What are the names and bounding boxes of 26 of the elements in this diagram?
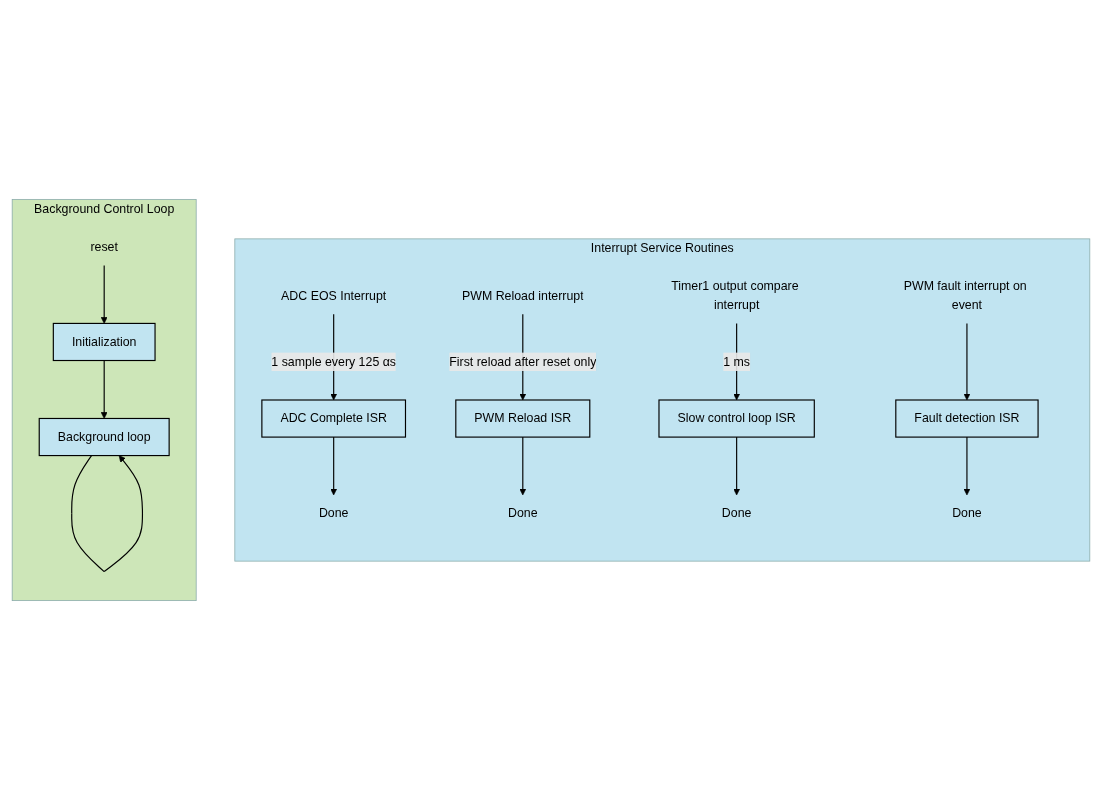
node-text: reset [89, 239, 118, 253]
edge-label: First reload after reset only [448, 354, 596, 368]
arrow [963, 436, 970, 495]
node-text: Done [721, 506, 751, 520]
arrow [963, 322, 970, 400]
node-box: Background loop [38, 417, 170, 456]
arrow [732, 436, 740, 495]
node-text: PWM Reload interrupt [461, 288, 584, 302]
node-box: Fault detection ISR [894, 398, 1039, 438]
node-text: Done [507, 506, 538, 520]
node-box: Slow control loop ISR [657, 398, 815, 438]
edge-label: 1 sample every 125 αs [270, 354, 396, 368]
node-box: Initialization [52, 322, 156, 361]
node-text: Done [318, 506, 348, 520]
arrow [518, 436, 526, 495]
arrow [329, 436, 337, 495]
edge-label: 1 ms [722, 354, 750, 368]
node-box: PWM Reload ISR [454, 398, 590, 438]
arrow [100, 264, 108, 324]
node-box: ADC Complete ISR [260, 398, 406, 438]
arrow [100, 359, 108, 419]
node-text: PWM fault interrupt on event [903, 278, 1027, 311]
arrow [70, 454, 143, 572]
node-text: Timer1 output compare interrupt [670, 278, 799, 311]
node-text: Done [951, 506, 982, 520]
node-text: ADC EOS Interrupt [280, 288, 386, 302]
